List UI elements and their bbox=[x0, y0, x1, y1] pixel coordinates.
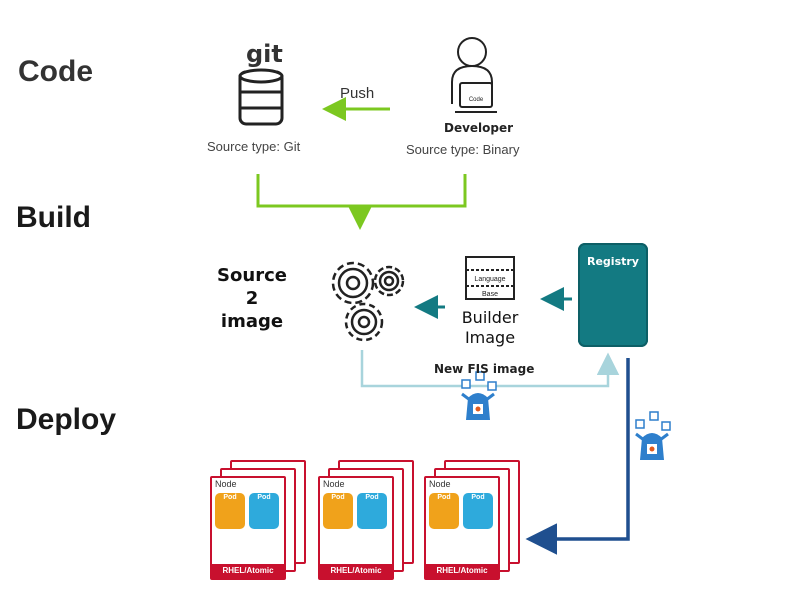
node-label: Node bbox=[215, 479, 237, 489]
pod: Pod bbox=[463, 493, 493, 529]
registry-box: Registry bbox=[578, 243, 648, 347]
pod: Pod bbox=[429, 493, 459, 529]
builder-image-bottom-text: Base bbox=[482, 291, 498, 298]
builder-line-1: Builder bbox=[461, 308, 519, 327]
new-image-connector bbox=[360, 350, 620, 388]
stage-label-code: Code bbox=[18, 55, 93, 88]
node-footer: RHEL/Atomic bbox=[320, 564, 392, 578]
node-card: Node Pod Pod RHEL/Atomic bbox=[424, 476, 500, 580]
node-stack: Node Pod Pod RHEL/Atomic bbox=[210, 460, 314, 582]
database-icon bbox=[238, 68, 284, 126]
pod-label: Pod bbox=[437, 494, 451, 501]
developer-source-type: Source type: Binary bbox=[406, 142, 520, 157]
stage-label-build: Build bbox=[16, 201, 91, 234]
registry-to-nodes-connector bbox=[525, 358, 630, 555]
mascot-icon bbox=[461, 371, 497, 420]
mascot-icon bbox=[635, 411, 671, 460]
pod-label: Pod bbox=[331, 494, 345, 501]
developer-label: Developer bbox=[444, 121, 514, 135]
code-to-build-connector bbox=[256, 174, 467, 208]
pod: Pod bbox=[215, 493, 245, 529]
s2i-line-2: 2 bbox=[245, 288, 259, 309]
pod: Pod bbox=[357, 493, 387, 529]
git-logo-text: git bbox=[246, 40, 283, 68]
pod: Pod bbox=[249, 493, 279, 529]
pod: Pod bbox=[323, 493, 353, 529]
registry-label: Registry bbox=[587, 255, 639, 268]
builder-image-icon bbox=[465, 256, 515, 300]
builder-image-top-text: Language bbox=[474, 276, 505, 283]
pod-label: Pod bbox=[365, 494, 379, 501]
node-footer: RHEL/Atomic bbox=[212, 564, 284, 578]
stage-label-deploy: Deploy bbox=[16, 403, 117, 436]
s2i-line-3: image bbox=[220, 311, 284, 332]
developer-screen-text: Code bbox=[469, 97, 484, 103]
push-label: Push bbox=[340, 85, 375, 102]
pod-label: Pod bbox=[471, 494, 485, 501]
gears-icon bbox=[331, 261, 405, 342]
s2i-line-1: Source bbox=[217, 265, 287, 286]
pod-label: Pod bbox=[257, 494, 271, 501]
developer-icon bbox=[451, 37, 497, 113]
node-footer: RHEL/Atomic bbox=[426, 564, 498, 578]
builder-image-label: Builder Image bbox=[448, 308, 532, 348]
git-source-type: Source type: Git bbox=[207, 139, 301, 154]
node-label: Node bbox=[429, 479, 451, 489]
builder-line-2: Image bbox=[464, 328, 516, 347]
new-image-label: New FIS image bbox=[434, 362, 535, 376]
node-card: Node Pod Pod RHEL/Atomic bbox=[318, 476, 394, 580]
source-to-image-label: Source 2 image bbox=[212, 264, 292, 333]
node-label: Node bbox=[323, 479, 345, 489]
node-card: Node Pod Pod RHEL/Atomic bbox=[210, 476, 286, 580]
pod-label: Pod bbox=[223, 494, 237, 501]
node-stack: Node Pod Pod RHEL/Atomic bbox=[424, 460, 528, 582]
node-stack: Node Pod Pod RHEL/Atomic bbox=[318, 460, 422, 582]
